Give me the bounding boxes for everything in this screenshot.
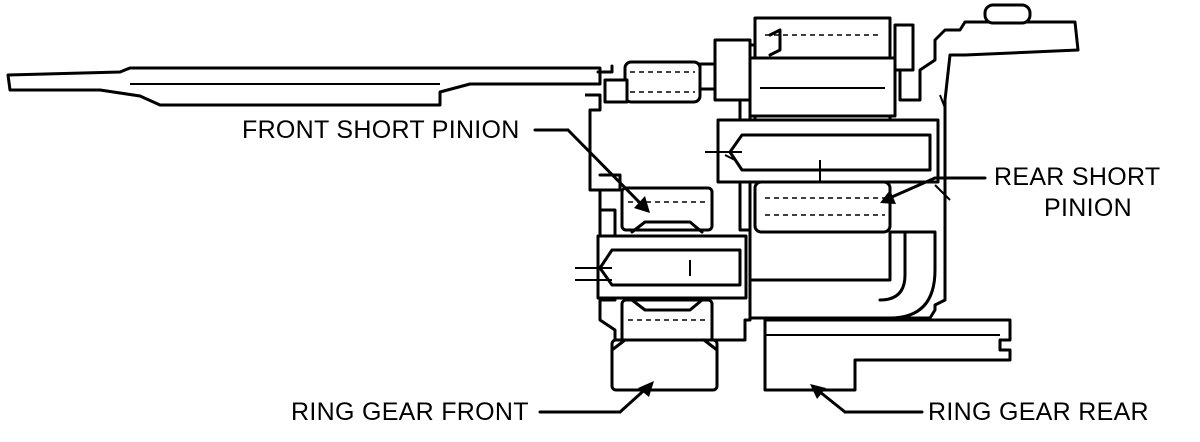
leader-front-short-pinion: [533, 128, 650, 213]
front-snap-ring: [596, 60, 717, 104]
leader-ring-gear-rear: [810, 384, 924, 414]
label-ring-gear-front: RING GEAR FRONT: [291, 398, 529, 426]
front-pinion-shaft: [575, 234, 748, 300]
ring-gear-rear-block: [763, 318, 1012, 392]
input-shaft: [6, 66, 602, 107]
detail-marks: [724, 94, 951, 201]
rear-short-pinion-gear: [753, 180, 892, 234]
label-ring-gear-rear: RING GEAR REAR: [928, 398, 1149, 426]
label-rear-short-pinion-line1: REAR SHORT: [994, 163, 1161, 191]
label-rear-short-pinion-line2: PINION: [1044, 194, 1132, 222]
leader-ring-gear-front: [538, 381, 654, 414]
ring-gear-front-block: [610, 338, 719, 392]
rear-output-bend: [748, 230, 937, 320]
leader-rear-short-pinion: [880, 176, 987, 204]
rear-pinion-shaft: [705, 118, 940, 185]
label-front-short-pinion: FRONT SHORT PINION: [242, 116, 520, 144]
